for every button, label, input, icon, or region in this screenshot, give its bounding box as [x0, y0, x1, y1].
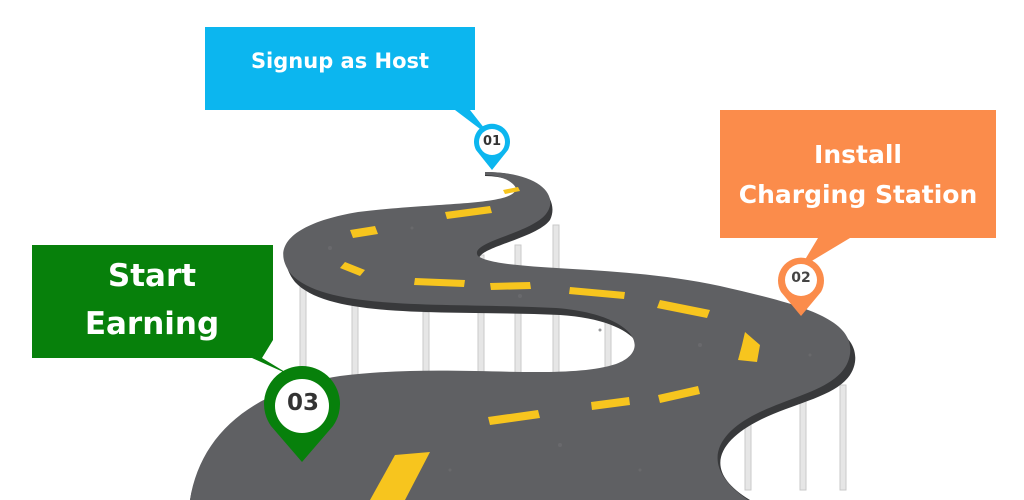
- step-1-number: 01: [482, 134, 502, 149]
- step-3-label-line-1: Start: [107, 258, 197, 294]
- step-1-callout: [205, 27, 492, 138]
- step-1-label: Signup as Host: [250, 49, 430, 73]
- lane-markings: [340, 187, 760, 500]
- step-2-label-line-2: Charging Station: [738, 180, 978, 209]
- step-3-label: Start Earning: [32, 252, 272, 348]
- step-3-pin: [264, 366, 340, 462]
- step-3-callout: [32, 245, 290, 375]
- step-2-number: 02: [791, 270, 811, 286]
- step-2-callout: [720, 110, 996, 268]
- step-3-number: 03: [286, 390, 319, 416]
- step-3-label-line-2: Earning: [84, 306, 220, 342]
- road: [190, 172, 851, 500]
- step-2-label-line-1: Install: [814, 140, 902, 169]
- step-2-pin: [778, 257, 824, 316]
- step-1-pin: [474, 123, 510, 170]
- step-2-label: Install Charging Station: [722, 135, 994, 215]
